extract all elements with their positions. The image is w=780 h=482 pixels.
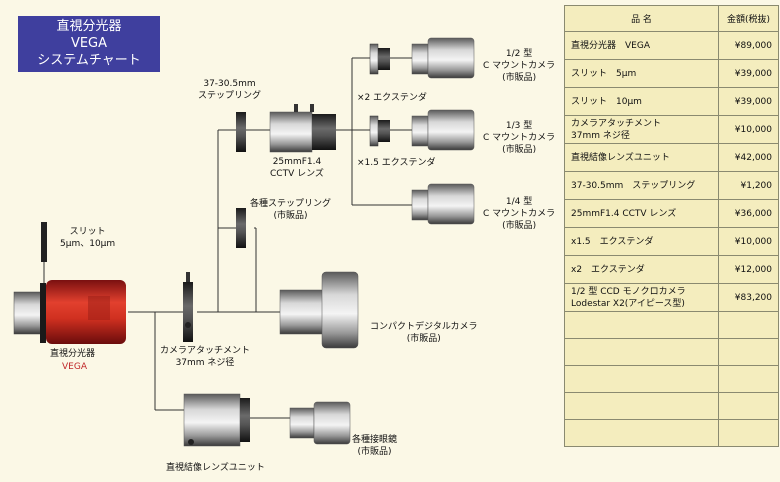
label-eyepiece: 各種接眼鏡 (市販品) <box>352 435 398 457</box>
extender-x15-part <box>369 115 390 147</box>
price-table: 品 名 金額(税抜) 直視分光器 VEGA¥89,000 スリット 5μm¥39… <box>564 5 779 447</box>
table-row: スリット 10μm¥39,000 <box>564 87 779 116</box>
connector-lines <box>43 57 420 419</box>
header-price: 金額(税抜) <box>718 5 779 32</box>
table-row: x2 エクステンダ¥12,000 <box>564 255 779 284</box>
header-name: 品 名 <box>564 5 719 32</box>
label-vega-model: VEGA <box>62 362 87 372</box>
label-camera-13: 1/3 型 C マウントカメラ (市販品) <box>483 121 556 155</box>
table-row: 25mmF1.4 CCTV レンズ¥36,000 <box>564 199 779 228</box>
row-name: スリット 5μm <box>564 59 719 88</box>
row-name: 直視分光器 VEGA <box>564 31 719 60</box>
table-row: カメラアタッチメント 37mm ネジ径¥10,000 <box>564 115 779 144</box>
label-step-ring: 37-30.5mm ステップリング <box>198 79 262 101</box>
label-camera-14: 1/4 型 C マウントカメラ (市販品) <box>483 197 556 231</box>
row-price: ¥39,000 <box>718 87 779 116</box>
label-camera-attachment: カメラアタッチメント 37mm ネジ径 <box>160 346 251 368</box>
label-extender-x2: ×2 エクステンダ <box>357 93 427 103</box>
row-name: x1.5 エクステンダ <box>564 227 719 256</box>
camera-12-part <box>411 37 475 79</box>
row-price: ¥83,200 <box>718 283 779 312</box>
label-various-step-ring: 各種ステップリング (市販品) <box>250 199 332 221</box>
cctv-lens-part <box>269 104 336 153</box>
label-compact-camera: コンパクトデジタルカメラ (市販品) <box>370 322 478 344</box>
row-name: 25mmF1.4 CCTV レンズ <box>564 199 719 228</box>
table-row: スリット 5μm¥39,000 <box>564 59 779 88</box>
slit-part <box>41 222 47 262</box>
title-line3: システムチャート <box>37 53 141 68</box>
row-name: 1/2 型 CCD モノクロカメラ Lodestar X2(アイピース型) <box>564 283 719 312</box>
camera-14-part <box>411 183 475 225</box>
row-name: 37-30.5mm ステップリング <box>564 171 719 200</box>
label-vega-name: 直視分光器 <box>50 349 96 359</box>
relay-lens-part <box>183 393 250 447</box>
label-slit: スリット 5μm、10μm <box>60 227 116 249</box>
table-row-empty <box>564 392 779 420</box>
eyepiece-part <box>289 401 351 445</box>
table-row: 1/2 型 CCD モノクロカメラ Lodestar X2(アイピース型)¥83… <box>564 283 779 312</box>
table-row-empty <box>564 338 779 366</box>
vega-spectroscope <box>13 280 126 344</box>
row-name: スリット 10μm <box>564 87 719 116</box>
row-price: ¥12,000 <box>718 255 779 284</box>
title-line2: VEGA <box>70 36 108 51</box>
extender-x2-part <box>369 43 390 75</box>
row-price: ¥10,000 <box>718 227 779 256</box>
row-name: x2 エクステンダ <box>564 255 719 284</box>
compact-camera-part <box>279 271 359 349</box>
step-ring-part <box>236 112 246 152</box>
various-step-ring-part <box>236 208 246 248</box>
table-row: x1.5 エクステンダ¥10,000 <box>564 227 779 256</box>
table-row-empty <box>564 365 779 393</box>
label-cctv-lens: 25mmF1.4 CCTV レンズ <box>270 157 324 179</box>
camera-13-part <box>411 109 475 151</box>
title-line1: 直視分光器 <box>56 19 122 34</box>
table-row-empty <box>564 419 779 447</box>
row-price: ¥1,200 <box>718 171 779 200</box>
row-price: ¥10,000 <box>718 115 779 144</box>
chart-title: 直視分光器 VEGA システムチャート <box>18 16 160 72</box>
row-price: ¥39,000 <box>718 59 779 88</box>
row-price: ¥36,000 <box>718 199 779 228</box>
row-price: ¥89,000 <box>718 31 779 60</box>
label-camera-12: 1/2 型 C マウントカメラ (市販品) <box>483 49 556 83</box>
camera-attachment <box>183 272 193 342</box>
table-header-row: 品 名 金額(税抜) <box>564 5 779 32</box>
row-name: 直視結像レンズユニット <box>564 143 719 172</box>
table-row: 直視結像レンズユニット¥42,000 <box>564 143 779 172</box>
table-row: 直視分光器 VEGA¥89,000 <box>564 31 779 60</box>
row-name: カメラアタッチメント 37mm ネジ径 <box>564 115 719 144</box>
label-relay-lens: 直視結像レンズユニット <box>166 463 265 473</box>
table-row-empty <box>564 311 779 339</box>
table-row: 37-30.5mm ステップリング¥1,200 <box>564 171 779 200</box>
row-price: ¥42,000 <box>718 143 779 172</box>
label-extender-x15: ×1.5 エクステンダ <box>357 158 436 168</box>
